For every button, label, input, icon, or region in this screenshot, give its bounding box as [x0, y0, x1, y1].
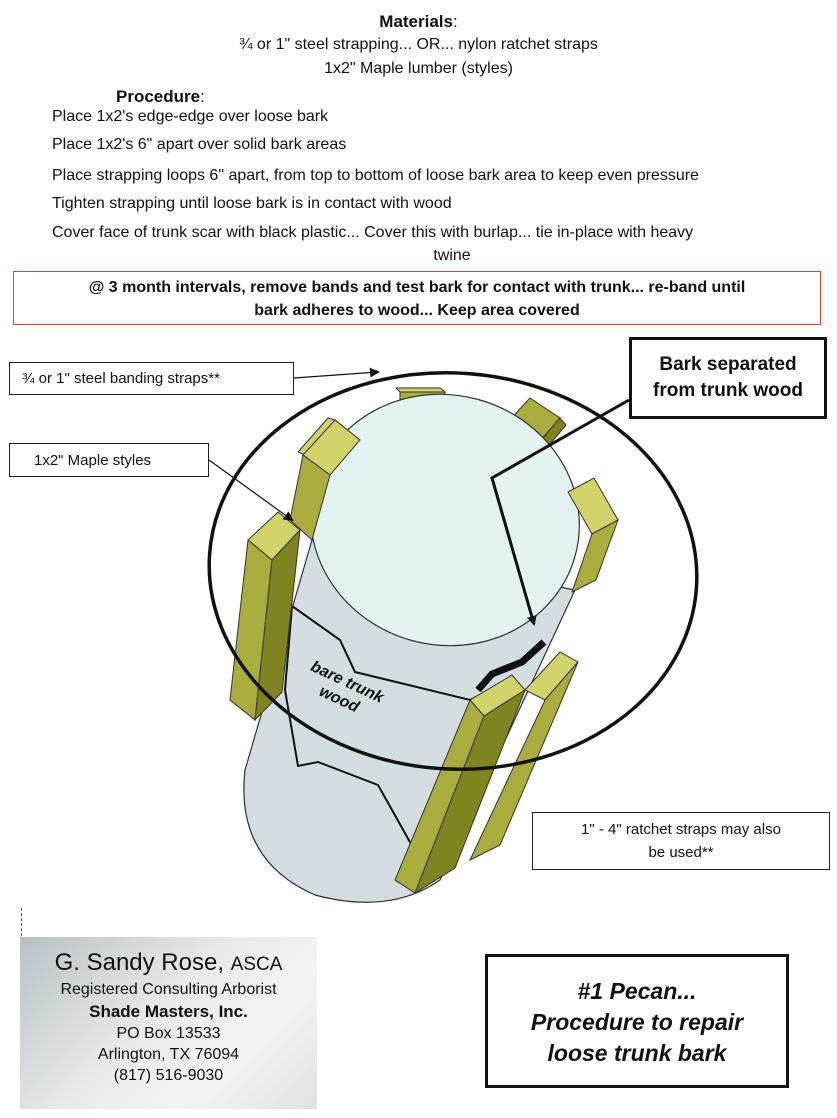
maple-style-right: [567, 477, 619, 593]
arborist-title: Registered Consulting Arborist: [60, 981, 277, 998]
ratchet-straps-callout: 1" - 4" ratchet straps may also be used*…: [532, 812, 830, 870]
document-title-box: #1 Pecan... Procedure to repair loose tr…: [485, 954, 789, 1088]
interval-note-box: @ 3 month intervals, remove bands and te…: [13, 271, 821, 325]
procedure-step-3: Place strapping loops 6" apart, from top…: [52, 167, 699, 184]
bark-separated-callout: Bark separated from trunk wood: [629, 337, 827, 419]
title-line-3: loose trunk bark: [547, 1040, 727, 1066]
maple-style-left-back: [289, 419, 361, 541]
styles-leader-line: [208, 459, 294, 522]
phone-number: (817) 516-9030: [113, 1067, 224, 1084]
po-box: PO Box 13533: [116, 1025, 221, 1042]
procedure-step-4: Tighten strapping until loose bark is in…: [52, 195, 452, 212]
loose-bark-edge: [475, 639, 547, 693]
bands-leader-line: [293, 367, 380, 379]
title-line-2: Procedure to repair: [530, 1009, 744, 1035]
procedure-heading: Procedure:: [116, 87, 205, 106]
steel-bands-callout: ¾ or 1" steel banding straps**: [9, 362, 294, 395]
procedure-step-2: Place 1x2's 6" apart over solid bark are…: [52, 136, 347, 153]
maple-style-left: [229, 511, 301, 722]
business-card: G. Sandy Rose, ASCA Registered Consultin…: [20, 937, 317, 1109]
bark-leader-line: [490, 398, 630, 626]
maple-styles-callout: 1x2" Maple styles: [9, 443, 209, 477]
materials-heading: Materials:: [379, 12, 458, 31]
steel-band-ellipse: [207, 371, 699, 771]
procedure-step-5-continued: twine: [433, 247, 471, 264]
materials-line-1: ¾ or 1" steel strapping... OR... nylon r…: [239, 36, 598, 53]
interval-note-line-1: @ 3 month intervals, remove bands and te…: [88, 279, 746, 296]
title-line-1: #1 Pecan...: [577, 978, 697, 1004]
procedure-step-5: Cover face of trunk scar with black plas…: [52, 221, 832, 267]
arborist-name: G. Sandy Rose, ASCA: [54, 949, 283, 976]
interval-note-line-2: bark adheres to wood... Keep area covere…: [254, 302, 580, 319]
city-state-zip: Arlington, TX 76094: [97, 1046, 240, 1063]
procedure-step-1: Place 1x2's edge-edge over loose bark: [52, 108, 329, 125]
materials-line-2: 1x2" Maple lumber (styles): [324, 60, 513, 77]
company-name: Shade Masters, Inc.: [89, 1002, 248, 1021]
